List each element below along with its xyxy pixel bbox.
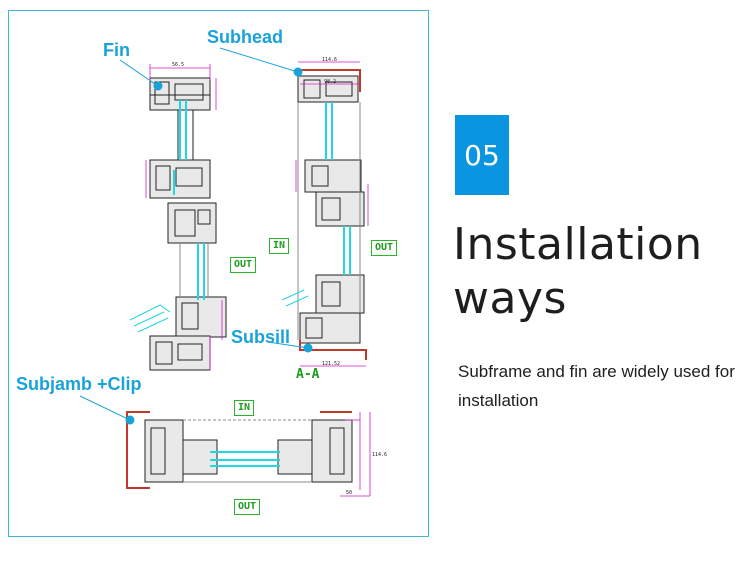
out-tag: OUT bbox=[371, 240, 398, 256]
dim-label: 50 bbox=[346, 490, 352, 496]
out-tag: OUT bbox=[234, 499, 261, 515]
right-glass-lines bbox=[325, 102, 351, 275]
callout-subsill: Subsill bbox=[231, 327, 291, 347]
step-badge: 05 bbox=[455, 115, 509, 195]
callout-pointers bbox=[79, 47, 313, 425]
title-line-2: ways bbox=[453, 273, 567, 324]
bottom-glass-lines bbox=[210, 451, 280, 467]
out-tag: OUT bbox=[230, 257, 257, 273]
dim-label: 121.52 bbox=[322, 361, 340, 367]
in-tag: IN bbox=[234, 400, 255, 416]
left-dimensions bbox=[145, 64, 223, 370]
bottom-subframe bbox=[126, 411, 352, 489]
in-tag: IN bbox=[269, 238, 290, 254]
right-subframe bbox=[296, 69, 367, 360]
callout-subjamb: Subjamb +Clip bbox=[16, 374, 142, 394]
section-label: A-A bbox=[296, 367, 320, 382]
title-line-1: Installation bbox=[453, 219, 703, 270]
drawing-frame bbox=[8, 10, 429, 537]
page-title: Installation ways bbox=[453, 218, 703, 326]
bottom-section-profile bbox=[144, 419, 353, 483]
bottom-dimensions bbox=[340, 412, 371, 497]
callout-fin: Fin bbox=[103, 40, 130, 60]
right-section-profile bbox=[297, 75, 365, 344]
left-section-profile bbox=[149, 77, 227, 371]
right-dimensions bbox=[295, 61, 369, 367]
left-opening-lines bbox=[129, 304, 171, 333]
callout-subhead: Subhead bbox=[207, 27, 284, 47]
dim-label: 114.6 bbox=[322, 57, 337, 63]
right-opening-lines bbox=[281, 289, 309, 307]
dim-label: 114.6 bbox=[372, 452, 387, 458]
dim-label: 98.2 bbox=[324, 79, 336, 85]
dim-label: 56.5 bbox=[172, 62, 184, 68]
description-text: Subframe and fin are widely used for ins… bbox=[458, 362, 735, 410]
left-glass-lines bbox=[173, 100, 205, 300]
